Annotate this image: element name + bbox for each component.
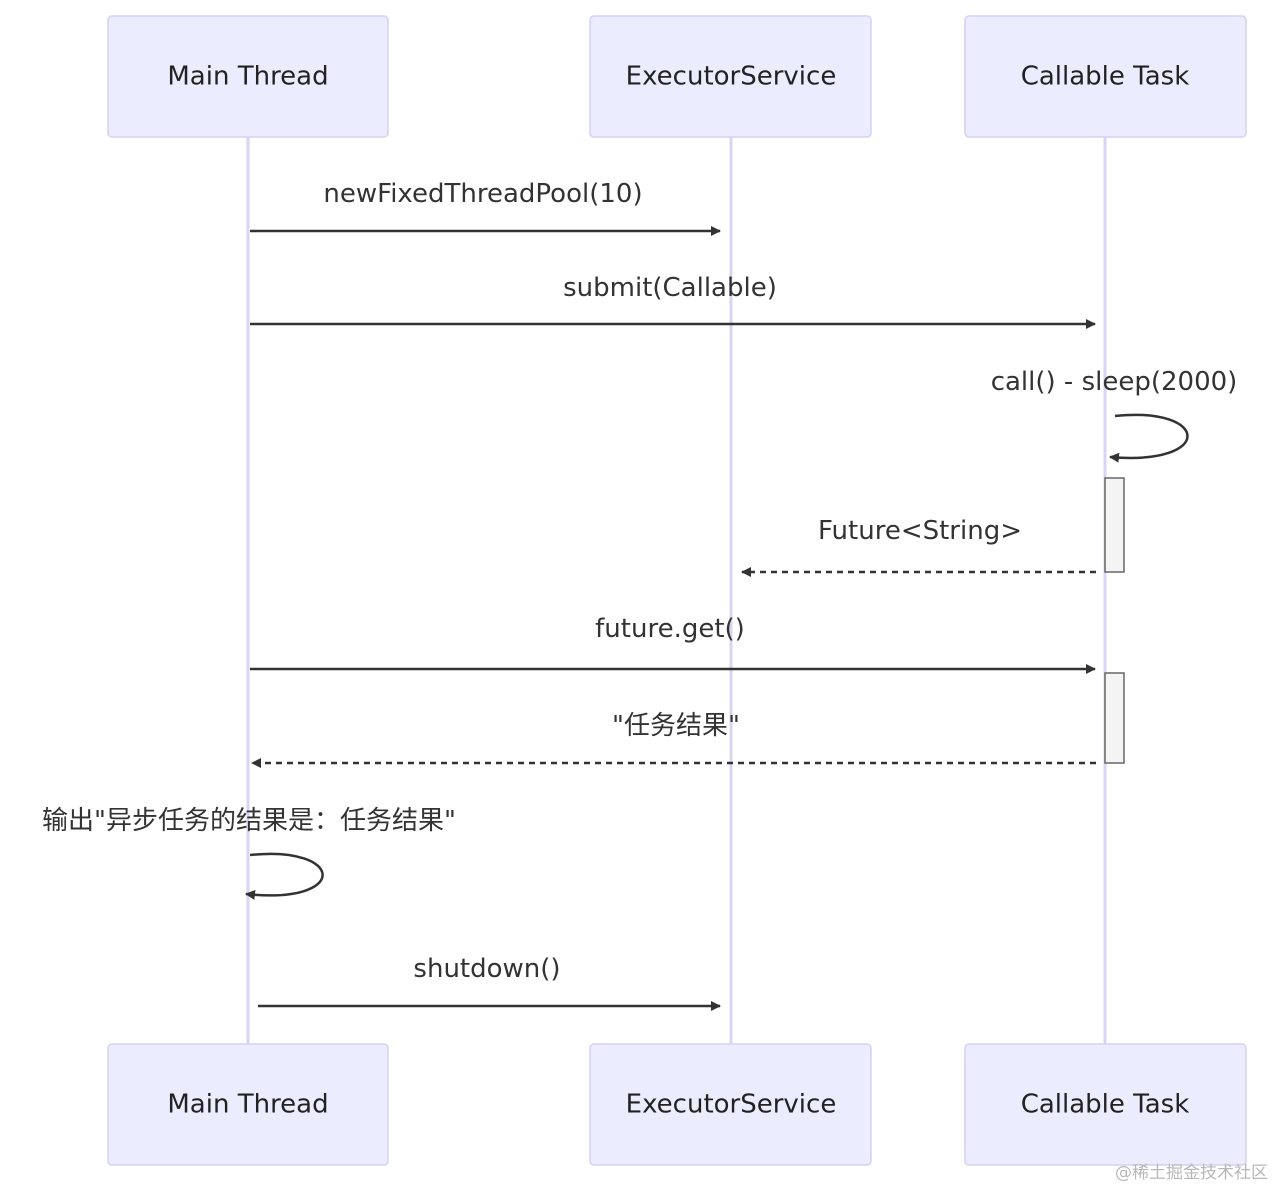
message-label: submit(Callable) [563, 273, 777, 303]
activation-bar-get [1104, 672, 1125, 764]
actor-callable-task-top: Callable Task [964, 15, 1247, 138]
message-label: newFixedThreadPool(10) [323, 179, 642, 209]
actor-label: ExecutorService [626, 62, 837, 92]
actor-label: Main Thread [167, 62, 328, 92]
actor-label: Main Thread [167, 1090, 328, 1120]
watermark: @稀土掘金技术社区 [1115, 1163, 1268, 1183]
message-submit-callable: submit(Callable) [250, 273, 1096, 329]
actor-label: Callable Task [1021, 1090, 1190, 1120]
message-label: future.get() [595, 614, 745, 644]
self-loop-arrow [1109, 413, 1189, 463]
actor-main-thread-top: Main Thread [107, 15, 389, 138]
message-label: shutdown() [413, 954, 560, 984]
message-task-result: "任务结果" [251, 711, 1096, 768]
message-label: call() - sleep(2000) [991, 367, 1238, 397]
actor-callable-task-bottom: Callable Task [964, 1043, 1247, 1166]
actor-main-thread-bottom: Main Thread [107, 1043, 389, 1166]
activation-bar-call [1104, 477, 1125, 573]
message-label: 输出"异步任务的结果是：任务结果" [42, 806, 456, 836]
message-call-sleep: call() - sleep(2000) [991, 367, 1238, 463]
actor-label: ExecutorService [626, 1090, 837, 1120]
message-new-fixed-thread-pool: newFixedThreadPool(10) [250, 179, 721, 236]
message-future-string: Future<String> [741, 516, 1096, 577]
actor-executor-service-top: ExecutorService [589, 15, 872, 138]
self-loop-arrow [245, 852, 324, 900]
message-label: Future<String> [818, 516, 1022, 546]
message-print-result: 输出"异步任务的结果是：任务结果" [42, 806, 456, 900]
message-shutdown: shutdown() [258, 954, 721, 1011]
actor-executor-service-bottom: ExecutorService [589, 1043, 872, 1166]
message-label: "任务结果" [612, 711, 740, 741]
actor-label: Callable Task [1021, 62, 1190, 92]
message-future-get: future.get() [250, 614, 1096, 674]
